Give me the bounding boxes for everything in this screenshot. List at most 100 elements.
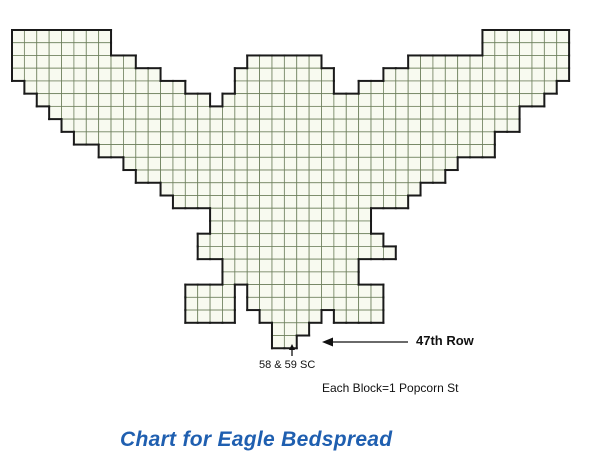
chart-block (197, 182, 211, 196)
chart-block (48, 29, 62, 44)
chart-block (123, 105, 137, 120)
chart-block (61, 93, 75, 107)
chart-block (296, 296, 310, 311)
chart-block (457, 55, 471, 69)
chart-block (160, 169, 174, 184)
chart-block (321, 271, 335, 285)
chart-block (382, 182, 397, 196)
chart-block (296, 118, 310, 133)
chart-block (395, 144, 409, 158)
chart-block (172, 80, 186, 95)
chart-block (358, 233, 372, 247)
chart-block (271, 195, 285, 209)
row-pointer-arrowhead (322, 337, 333, 347)
chart-outline (11, 29, 571, 350)
chart-block (395, 105, 409, 120)
chart-block (333, 309, 347, 324)
chart-block (333, 233, 347, 247)
chart-block (444, 80, 459, 95)
chart-block (519, 55, 533, 69)
chart-block (531, 42, 545, 56)
chart-block (321, 169, 335, 184)
chart-block (556, 42, 570, 56)
chart-block (420, 131, 434, 145)
chart-block (197, 284, 211, 298)
chart-block (407, 93, 421, 107)
chart-block (259, 93, 273, 107)
chart-block (246, 233, 261, 247)
chart-block (358, 284, 372, 298)
chart-block (519, 29, 533, 44)
chart-block (308, 182, 322, 196)
chart-block (543, 80, 558, 95)
chart-block (345, 105, 360, 120)
chart-block (259, 105, 273, 120)
chart-block (358, 118, 372, 133)
chart-block (444, 118, 459, 133)
chart-block (494, 93, 508, 107)
chart-block (432, 131, 446, 145)
chart-block (382, 195, 397, 209)
chart-block (444, 156, 459, 171)
chart-block (234, 233, 248, 247)
chart-block (160, 156, 174, 171)
chart-block (85, 93, 100, 107)
chart-block (36, 93, 50, 107)
chart-block (556, 29, 570, 44)
chart-block (506, 67, 520, 82)
chart-block (283, 169, 298, 184)
chart-block (543, 42, 558, 56)
chart-block (333, 156, 347, 171)
chart-block (135, 131, 149, 145)
chart-block (444, 105, 459, 120)
chart-block (259, 233, 273, 247)
chart-block (407, 80, 421, 95)
chart-block (209, 284, 223, 298)
chart-block (506, 105, 520, 120)
chart-block (110, 105, 124, 120)
sc-pointer-arrowhead (289, 344, 295, 350)
chart-block (36, 55, 50, 69)
chart-block (184, 296, 199, 311)
chart-block (209, 309, 223, 324)
chart-block (222, 169, 236, 184)
chart-block (407, 55, 421, 69)
chart-block (531, 80, 545, 95)
chart-block (271, 105, 285, 120)
chart-block (234, 207, 248, 222)
chart-block (382, 93, 397, 107)
chart-block (370, 80, 384, 95)
chart-block (11, 67, 25, 82)
chart-block (98, 67, 112, 82)
chart-caption: Chart for Eagle Bedspread (120, 428, 393, 451)
chart-block (222, 156, 236, 171)
chart-block (36, 29, 50, 44)
chart-block (543, 55, 558, 69)
chart-block (222, 284, 236, 298)
chart-block (345, 309, 360, 324)
chart-block (358, 105, 372, 120)
chart-block (296, 246, 310, 260)
chart-block (222, 182, 236, 196)
chart-block (333, 118, 347, 133)
chart-block (420, 156, 434, 171)
chart-block (420, 169, 434, 184)
chart-block (531, 93, 545, 107)
chart-block (395, 131, 409, 145)
chart-block (135, 80, 149, 95)
chart-block (370, 144, 384, 158)
chart-block (271, 335, 285, 349)
chart-block (482, 29, 496, 44)
chart-block (345, 258, 360, 273)
chart-block (370, 93, 384, 107)
chart-block (23, 55, 38, 69)
chart-block (147, 144, 161, 158)
chart-block (135, 93, 149, 107)
chart-block (382, 169, 397, 184)
chart-block (395, 195, 409, 209)
chart-block (197, 195, 211, 209)
chart-block (259, 118, 273, 133)
chart-block (482, 144, 496, 158)
chart-block (209, 195, 223, 209)
